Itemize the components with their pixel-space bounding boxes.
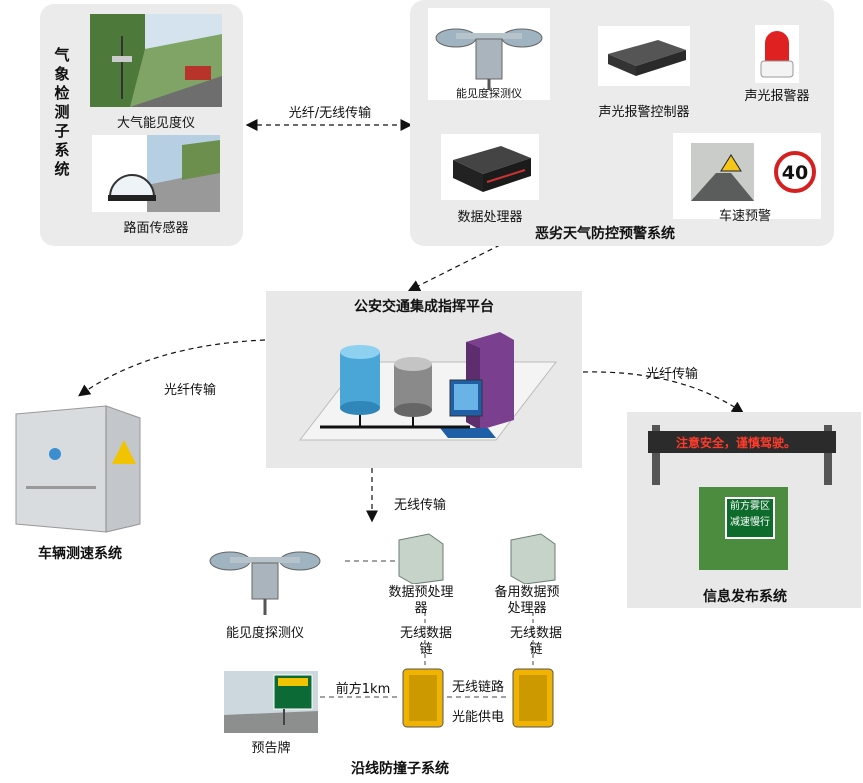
anticollision-title: 沿线防撞子系统 — [351, 761, 449, 777]
alarm-label: 声光报警器 — [744, 89, 810, 104]
link-to-platform-arrow — [407, 244, 501, 292]
anticollision-unit-1 — [401, 667, 445, 729]
detector-label: 能见度探测仪 — [456, 87, 522, 100]
link-right-label: 光纤传输 — [645, 367, 698, 382]
roadside-sign: 前方雾区 减速慢行 — [725, 497, 775, 539]
vehicle-speed-cabinet — [10, 400, 146, 534]
weather-subsystem-title: 气象检测子系统 — [54, 46, 70, 178]
link-left-label: 光纤传输 — [163, 383, 216, 398]
led-gantry — [648, 425, 836, 485]
info-release-title: 信息发布系统 — [703, 589, 787, 605]
preprocessor-image — [395, 532, 447, 585]
anticollision-unit-2 — [511, 667, 555, 729]
led-board-text: 注意安全，谨慎驾驶。 — [676, 436, 797, 450]
road-sensor-label: 路面传感器 — [123, 221, 189, 236]
distance-label: 前方1km — [335, 682, 391, 697]
visibility-meter-photo — [90, 14, 222, 107]
warning-sign-photo — [224, 671, 318, 733]
speed-limit-sign: 40 — [774, 151, 816, 193]
bottom-detector-label: 能见度探测仪 — [225, 626, 304, 641]
computer-icon — [440, 379, 496, 438]
warning-system-title: 恶劣天气防控预警系统 — [535, 226, 675, 242]
roadside-sign-photo: 前方雾区 减速慢行 — [699, 487, 788, 570]
vehicle-speed-title: 车辆测速系统 — [38, 546, 122, 562]
database-blue-icon — [340, 345, 380, 415]
speed-warning-label: 车速预警 — [718, 209, 771, 224]
alarm-image — [755, 25, 799, 83]
preprocessor-label: 数据预处理器 — [388, 585, 454, 616]
speed-limit-value: 40 — [782, 162, 808, 184]
platform-title: 公安交通集成指挥平台 — [354, 299, 494, 315]
sign-line-1: 前方雾区 — [730, 501, 770, 512]
platform-illustration — [290, 322, 566, 462]
backup-preprocessor-label: 备用数据预处理器 — [494, 585, 560, 616]
visibility-meter-label: 大气能见度仪 — [116, 116, 195, 131]
wireless-link-2-label: 无线数据链 — [510, 626, 563, 657]
warning-sign-label: 预告牌 — [251, 741, 291, 756]
solar-power-label: 光能供电 — [451, 710, 504, 725]
road-sensor-photo — [92, 135, 220, 212]
alarm-controller-label: 声光报警控制器 — [598, 105, 690, 120]
link-top-label: 光纤/无线传输 — [288, 106, 372, 121]
link-down-label: 无线传输 — [393, 498, 446, 513]
wireless-link-1-label: 无线数据链 — [400, 626, 453, 657]
link-right-arrow — [582, 371, 744, 414]
bottom-detector-image — [204, 545, 326, 617]
data-processor-label: 数据处理器 — [457, 210, 523, 225]
speed-warning-road-photo — [691, 143, 754, 201]
visibility-detector-image — [428, 8, 550, 100]
sign-line-2: 减速慢行 — [730, 517, 770, 528]
link-left-arrow — [78, 339, 266, 397]
database-gray-icon — [394, 357, 432, 417]
backup-preprocessor-image — [507, 532, 559, 585]
alarm-controller-image — [598, 26, 690, 86]
wireless-route-label: 无线链路 — [451, 680, 504, 695]
data-processor-image — [441, 134, 539, 200]
